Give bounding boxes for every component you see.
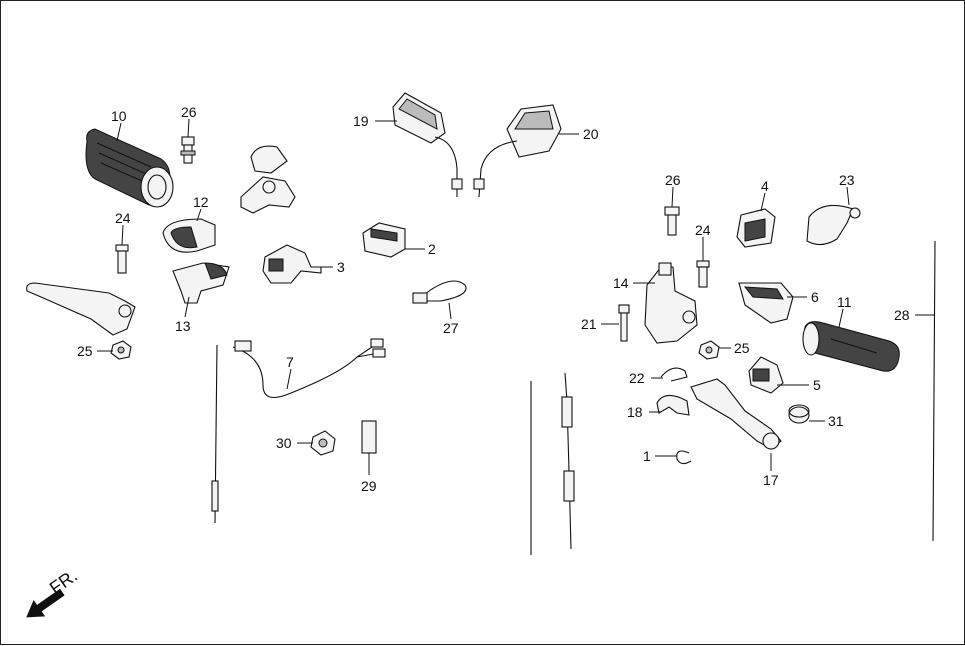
part-7-wire-harness — [232, 338, 386, 399]
callout-23: 23 — [839, 172, 855, 188]
callout-3: 3 — [337, 259, 345, 275]
part-18-bracket — [656, 394, 690, 416]
callout-29: 29 — [361, 478, 377, 494]
part-24-screw-left — [115, 244, 129, 274]
part-14-lever-bracket — [644, 262, 698, 344]
part-4-switch — [736, 208, 776, 248]
callout-10: 10 — [111, 108, 127, 124]
callout-19: 19 — [353, 113, 369, 129]
part-12-switch-housing — [162, 218, 216, 253]
callout-31: 31 — [828, 413, 844, 429]
part-22-spring-clip — [660, 367, 688, 382]
part-25-nut-right — [698, 340, 720, 360]
part-30-nut — [310, 430, 336, 456]
callout-26: 26 — [181, 104, 197, 120]
callout-12: 12 — [193, 194, 209, 210]
callout-25: 25 — [77, 343, 93, 359]
left-cable — [211, 344, 219, 524]
left-brake-lever — [26, 282, 136, 336]
callout-28: 28 — [894, 307, 910, 323]
callout-25: 25 — [734, 340, 750, 356]
part-20-right-mirror — [473, 104, 562, 198]
leader-lines — [97, 118, 934, 475]
part-28-long-cable — [932, 240, 936, 542]
part-2-switch-block — [362, 222, 406, 258]
callout-6: 6 — [811, 289, 819, 305]
callout-27: 27 — [443, 320, 459, 336]
callout-11: 11 — [837, 294, 852, 310]
master-cylinder-cap — [240, 145, 296, 214]
callout-24: 24 — [695, 222, 711, 238]
callout-17: 17 — [763, 472, 779, 488]
callout-1: 1 — [643, 448, 651, 464]
front-arrow-icon — [26, 588, 65, 618]
callout-30: 30 — [276, 435, 292, 451]
callout-4: 4 — [761, 178, 769, 194]
part-29-sleeve — [361, 420, 377, 454]
front-direction-label: FR. — [46, 565, 81, 598]
center-cables — [530, 372, 575, 555]
callout-2: 2 — [428, 241, 436, 257]
part-1-clip — [676, 450, 692, 465]
part-17-right-lever — [690, 378, 782, 450]
part-6-switch — [738, 282, 794, 324]
part-3-switch — [262, 244, 322, 284]
part-13-lower-clamp — [172, 262, 230, 304]
callout-22: 22 — [629, 370, 645, 386]
callout-26: 26 — [665, 172, 681, 188]
callout-14: 14 — [613, 275, 629, 291]
part-25-nut-left — [110, 340, 132, 360]
callout-7: 7 — [286, 354, 294, 370]
part-31-spring — [788, 404, 810, 424]
callout-18: 18 — [627, 404, 643, 420]
part-10-left-grip — [85, 128, 174, 208]
callout-24: 24 — [115, 210, 131, 226]
callout-20: 20 — [583, 126, 599, 142]
part-26-bolt-left — [180, 136, 196, 164]
part-11-right-grip — [802, 321, 900, 372]
part-24-screw-right — [696, 260, 710, 288]
callout-5: 5 — [813, 377, 821, 393]
front-direction-indicator: FR. — [26, 565, 81, 618]
part-27-cable-tie — [412, 280, 467, 304]
callout-21: 21 — [581, 316, 597, 332]
part-26-bolt-right — [664, 206, 680, 236]
part-21-pin-bolt — [618, 304, 630, 342]
part-23-cover — [806, 204, 861, 246]
callout-13: 13 — [175, 318, 191, 334]
part-5-switch — [748, 356, 784, 394]
part-19-left-mirror — [392, 92, 463, 197]
callout-labels: 10 26 12 24 13 25 3 2 27 19 20 7 30 29 2… — [77, 104, 910, 494]
